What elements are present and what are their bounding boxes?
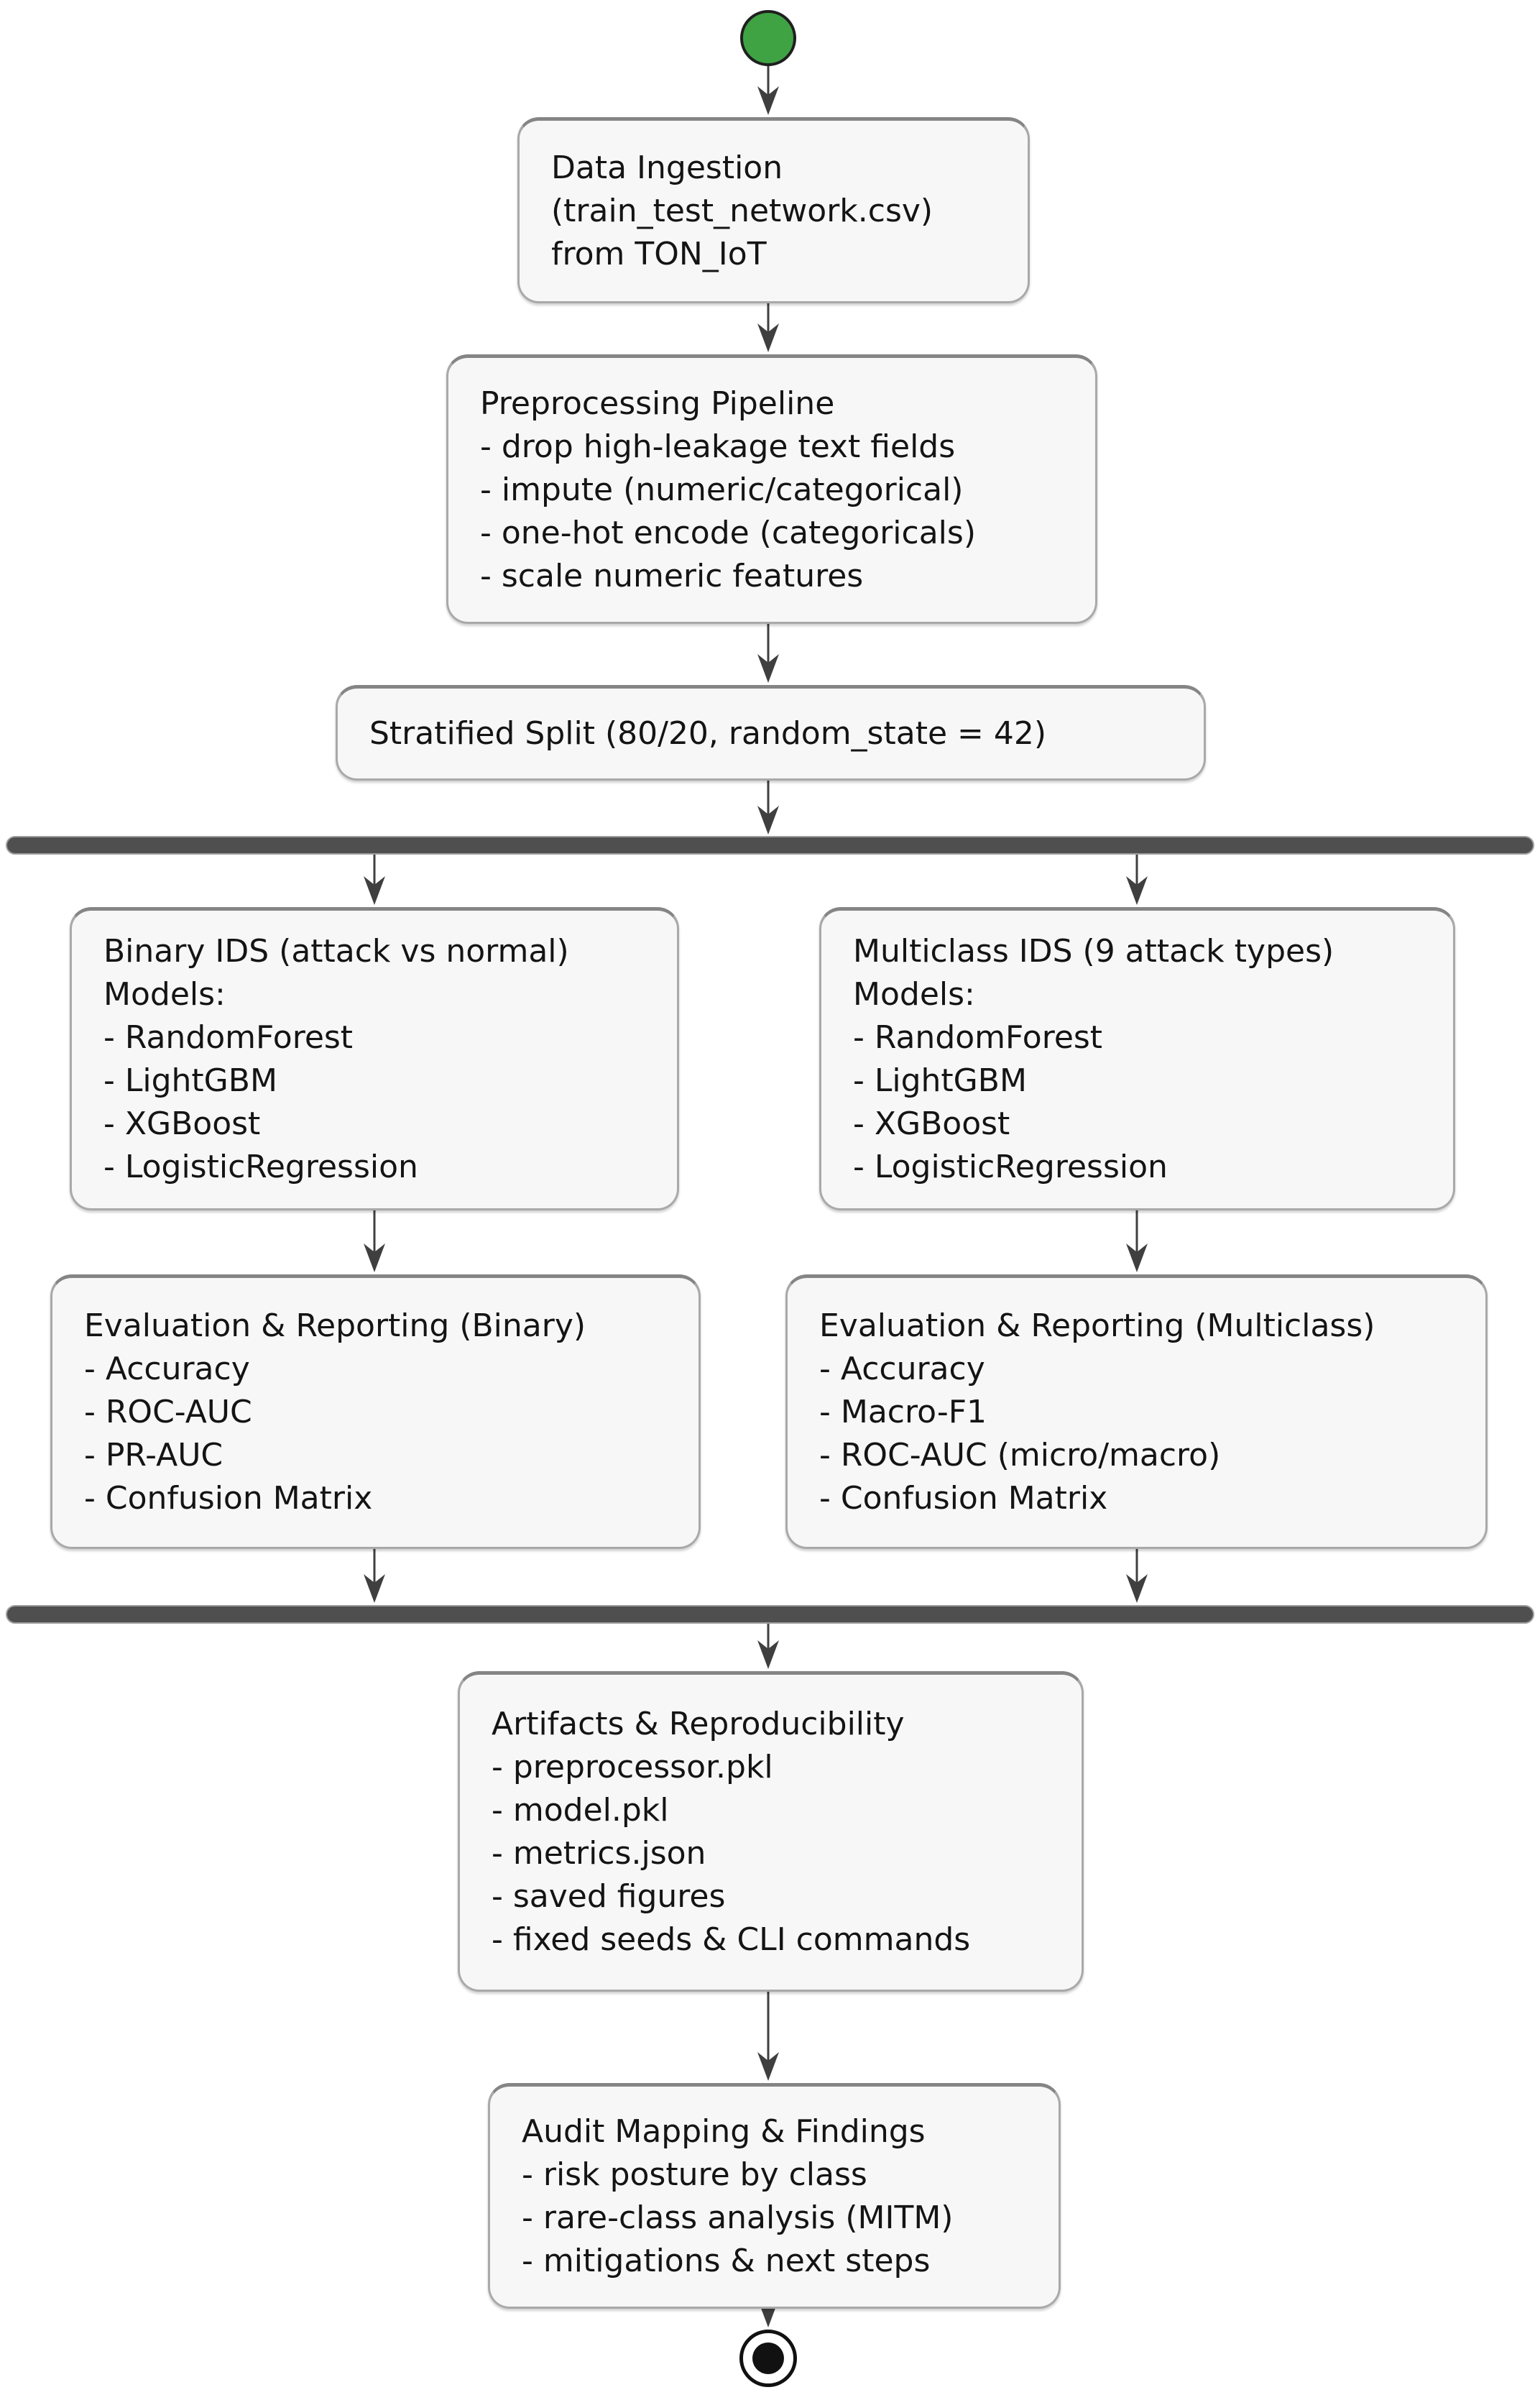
node-line: - metrics.json	[492, 1835, 706, 1872]
node-line: - fixed seeds & CLI commands	[492, 1921, 971, 1958]
arrow-artifacts-to-audit	[757, 1992, 779, 2081]
node-line: Models:	[853, 976, 975, 1013]
arrow-data-ingestion-to-preprocessing	[757, 303, 779, 352]
node-line: - saved figures	[492, 1878, 726, 1915]
node-line: - RandomForest	[103, 1019, 354, 1056]
arrow-binary-ids-to-eval-binary	[364, 1210, 385, 1272]
node-binary-ids: Binary IDS (attack vs normal) Models: - …	[70, 907, 679, 1210]
node-artifacts: Artifacts & Reproducibility - preprocess…	[458, 1671, 1084, 1992]
node-line: Preprocessing Pipeline	[480, 385, 835, 422]
node-audit: Audit Mapping & Findings - risk posture …	[488, 2083, 1061, 2309]
node-line: - mitigations & next steps	[522, 2243, 931, 2279]
join-bar	[6, 1605, 1534, 1624]
node-line: Artifacts & Reproducibility	[492, 1706, 905, 1742]
fork-bar	[6, 836, 1534, 855]
node-eval-multiclass: Evaluation & Reporting (Multiclass) - Ac…	[785, 1274, 1488, 1549]
node-line: - XGBoost	[103, 1105, 261, 1142]
node-line: - ROC-AUC (micro/macro)	[819, 1437, 1221, 1473]
node-line: - scale numeric features	[480, 557, 864, 594]
node-line: Multiclass IDS (9 attack types)	[853, 933, 1334, 970]
arrow-multiclass-ids-to-eval-multiclass	[1126, 1210, 1148, 1272]
node-line: - LightGBM	[853, 1062, 1027, 1099]
node-line: Models:	[103, 976, 226, 1013]
end-node	[739, 2330, 797, 2387]
node-line: Evaluation & Reporting (Multiclass)	[819, 1307, 1375, 1344]
arrow-start-to-data-ingestion	[757, 66, 779, 115]
node-line: (train_test_network.csv)	[551, 192, 933, 229]
arrow-eval-binary-to-join-bar	[364, 1549, 385, 1603]
arrow-fork-bar-to-binary-ids	[364, 855, 385, 905]
node-line: - XGBoost	[853, 1105, 1010, 1142]
node-eval-binary: Evaluation & Reporting (Binary) - Accura…	[50, 1274, 701, 1549]
node-line: - Macro-F1	[819, 1394, 987, 1430]
node-line: - drop high-leakage text fields	[480, 428, 956, 465]
node-stratified-split: Stratified Split (80/20, random_state = …	[336, 685, 1206, 781]
node-line: - ROC-AUC	[84, 1394, 252, 1430]
start-node	[740, 10, 796, 66]
node-line: - preprocessor.pkl	[492, 1749, 773, 1785]
node-line: - Confusion Matrix	[84, 1480, 373, 1517]
node-line: - Accuracy	[819, 1351, 985, 1387]
arrow-preprocessing-to-stratified-split	[757, 624, 779, 683]
node-line: - PR-AUC	[84, 1437, 223, 1473]
node-data-ingestion: Data Ingestion (train_test_network.csv) …	[517, 117, 1030, 303]
node-line: - Confusion Matrix	[819, 1480, 1108, 1517]
end-node-dot	[752, 2342, 784, 2374]
arrow-stratified-split-to-fork-bar	[757, 781, 779, 835]
node-line: Stratified Split (80/20, random_state = …	[369, 714, 1047, 752]
node-multiclass-ids: Multiclass IDS (9 attack types) Models: …	[819, 907, 1455, 1210]
node-line: - RandomForest	[853, 1019, 1103, 1056]
node-line: - model.pkl	[492, 1792, 669, 1829]
node-line: - impute (numeric/categorical)	[480, 471, 964, 508]
arrow-join-bar-to-artifacts	[757, 1624, 779, 1669]
node-line: Evaluation & Reporting (Binary)	[84, 1307, 586, 1344]
node-line: - LogisticRegression	[103, 1149, 418, 1185]
node-line: - rare-class analysis (MITM)	[522, 2199, 954, 2236]
arrow-eval-multiclass-to-join-bar	[1126, 1549, 1148, 1603]
node-line: - LogisticRegression	[853, 1149, 1168, 1185]
node-line: Audit Mapping & Findings	[522, 2113, 926, 2150]
node-line: from TON_IoT	[551, 235, 767, 272]
node-line: - one-hot encode (categoricals)	[480, 514, 976, 551]
node-line: - LightGBM	[103, 1062, 277, 1099]
node-preprocessing: Preprocessing Pipeline - drop high-leaka…	[446, 354, 1097, 624]
node-line: - risk posture by class	[522, 2156, 867, 2193]
node-line: - Accuracy	[84, 1351, 250, 1387]
arrow-fork-bar-to-multiclass-ids	[1126, 855, 1148, 905]
node-line: Binary IDS (attack vs normal)	[103, 933, 569, 970]
node-line: Data Ingestion	[551, 149, 783, 186]
